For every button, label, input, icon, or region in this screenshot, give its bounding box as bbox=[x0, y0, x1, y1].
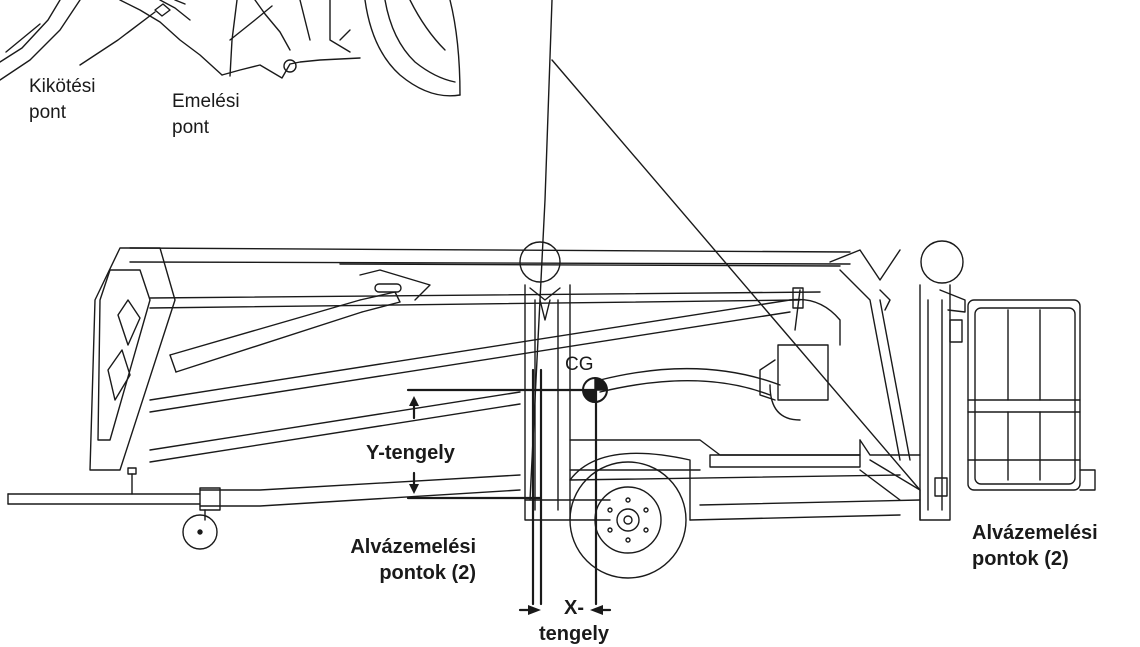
sling-line-right bbox=[551, 59, 921, 491]
tie-point-label: Kikötési pont bbox=[29, 76, 96, 123]
inset-detail-drawing bbox=[0, 0, 461, 97]
machine-drawing bbox=[7, 240, 1096, 579]
x-axis-label: X- tengely bbox=[538, 597, 610, 645]
dimension-lines bbox=[406, 368, 612, 612]
cg-marker bbox=[582, 377, 608, 403]
y-axis-label: Y-tengely bbox=[366, 442, 455, 464]
chassis-lift-points-right-label: Alvázemelési pontok (2) bbox=[972, 522, 1098, 570]
chassis-lift-points-left-label: Alvázemelési pontok (2) bbox=[350, 536, 476, 584]
lift-point-label: Emelési pont bbox=[172, 91, 240, 138]
cg-label: CG bbox=[565, 354, 594, 375]
